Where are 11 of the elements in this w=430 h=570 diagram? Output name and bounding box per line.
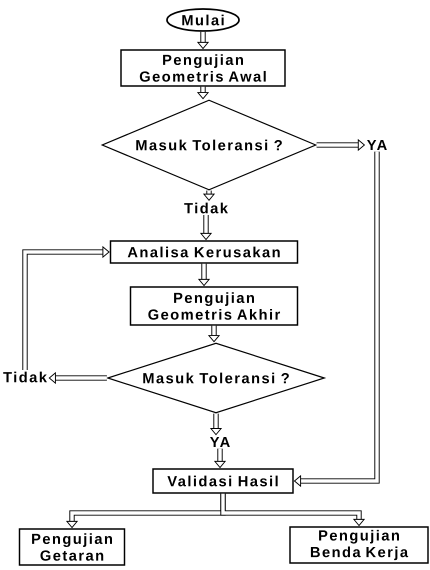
process-box: Pengujian Getaran [18,528,126,566]
process-box: Validasi Hasil [152,468,294,494]
branch-label: YA [367,140,387,150]
branch-label: YA [210,436,230,448]
process-box: Analisa Kerusakan [110,240,298,264]
terminal-oval: Mulai [166,8,240,32]
process-box: Pengujian Geometris Akhir [130,286,298,326]
process-box: Pengujian Benda Kerja [289,526,429,564]
process-box: Pengujian Geometris Awal [120,49,286,87]
branch-label: Tidak [184,202,228,214]
branch-label: Tidak [3,372,47,382]
